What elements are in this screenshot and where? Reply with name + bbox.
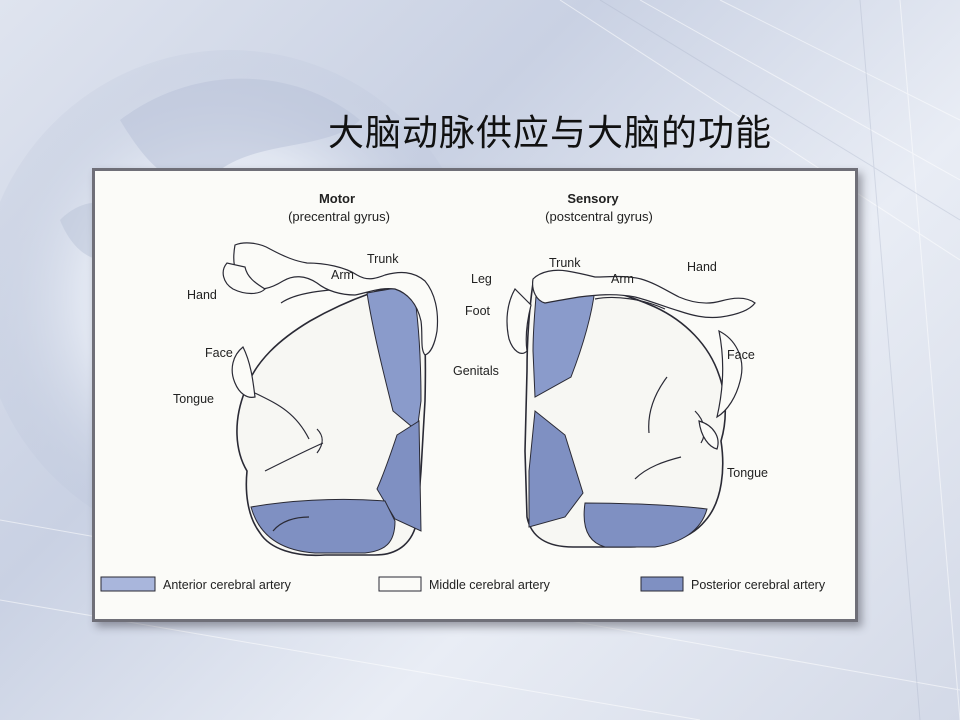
legend-label-middle: Middle cerebral artery [429, 578, 551, 592]
motor-sulcus [264, 442, 324, 472]
motor-subheading: (precentral gyrus) [288, 209, 390, 224]
legend-label-anterior: Anterior cerebral artery [163, 578, 292, 592]
legend-label-posterior: Posterior cerebral artery [691, 578, 826, 592]
sensory-label-foot: Foot [465, 304, 491, 318]
brain-supply-figure: Motor (precentral gyrus) Sensory (postce… [92, 168, 858, 622]
motor-sulcus [316, 428, 323, 454]
sensory-tongue-sketch [698, 420, 719, 450]
legend-swatch-middle [378, 576, 422, 592]
motor-homunculus [233, 242, 439, 356]
sensory-label-face: Face [727, 348, 755, 362]
sensory-posterior-territory-lower [583, 502, 708, 548]
sensory-label-trunk: Trunk [549, 256, 581, 270]
sensory-label-tongue: Tongue [727, 466, 768, 480]
motor-label-hand: Hand [187, 288, 217, 302]
sensory-sulcus [634, 456, 682, 480]
motor-sulcus [272, 516, 310, 532]
sensory-anterior-territory [532, 284, 596, 398]
sensory-label-leg: Leg [471, 272, 492, 286]
motor-posterior-territory-lower [250, 498, 396, 554]
motor-hand-sketch [222, 262, 266, 295]
sensory-label-genitals: Genitals [453, 364, 499, 378]
motor-label-arm: Arm [331, 268, 354, 282]
motor-posterior-territory-upper [376, 420, 422, 532]
sensory-subheading: (postcentral gyrus) [545, 209, 653, 224]
motor-anterior-territory [366, 284, 422, 432]
motor-hemisphere [222, 242, 439, 557]
motor-sulcus [254, 392, 310, 440]
sensory-heading: Sensory [567, 191, 619, 206]
legend-swatch-anterior [100, 576, 156, 592]
sensory-sulcus [648, 376, 668, 434]
slide-title: 大脑动脉供应与大脑的功能 [328, 113, 773, 154]
motor-face-sketch [231, 346, 256, 398]
brain-diagram: Motor (precentral gyrus) Sensory (postce… [100, 191, 826, 592]
sensory-label-arm: Arm [611, 272, 634, 286]
sensory-homunculus [532, 269, 756, 319]
sensory-hemisphere [506, 269, 756, 548]
motor-label-face: Face [205, 346, 233, 360]
motor-label-trunk: Trunk [367, 252, 399, 266]
sensory-label-hand: Hand [687, 260, 717, 274]
sensory-foot-sketch [506, 288, 532, 354]
sensory-posterior-territory-upper [528, 410, 584, 528]
legend-swatch-posterior [640, 576, 684, 592]
sensory-face-sketch [716, 329, 743, 419]
legend: Anterior cerebral artery Middle cerebral… [100, 576, 826, 592]
sensory-sulcus [594, 296, 666, 310]
motor-label-tongue: Tongue [173, 392, 214, 406]
motor-heading: Motor [319, 191, 355, 206]
